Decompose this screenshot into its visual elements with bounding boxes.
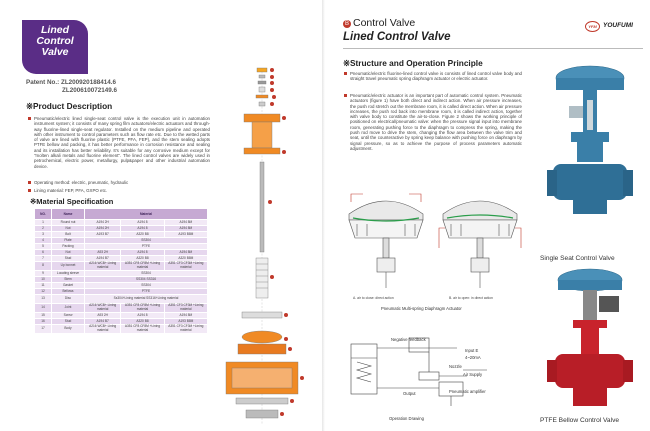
table-cell: A351 CF3 CF3M +Lining material: [163, 324, 209, 334]
product-badge: Lined Control Valve: [22, 20, 88, 74]
table-header-row: NO. Name Material: [34, 208, 208, 220]
operation-drawing-caption: Operation Drawing: [389, 416, 424, 421]
section-letter-badge: B: [343, 20, 351, 28]
operation-drawing: [350, 337, 487, 406]
patent-line-2: ZL200610072149.6: [62, 87, 117, 94]
label-range: 4~20mA: [465, 355, 481, 360]
single-seat-valve-photo: [547, 65, 633, 214]
table-cell: A351 CF3 CF3M +Lining material: [163, 303, 209, 313]
left-page: Lined Control Valve Patent No.: ZL200920…: [22, 20, 304, 424]
label-air-to-open: B. air to open: in direct action: [449, 296, 493, 300]
table-cell: Body: [51, 324, 85, 334]
table-cell: 14: [34, 303, 52, 313]
structure-bullet-2: Pneumatic/electric actuator is an import…: [344, 93, 522, 151]
table-cell: A216 WCB+ Lining material: [83, 324, 122, 334]
brand-name: YOUFUMI: [603, 22, 633, 29]
description-bullet-2: Operating method: electric, pneumatic, h…: [28, 180, 210, 185]
table-cell: A351 CF8 CF8M +Lining material: [120, 324, 165, 334]
label-input: Input E: [465, 348, 479, 353]
description-bullet-1: Pneumatic/electric lined single-seat con…: [28, 116, 210, 169]
table-cell: 17: [34, 324, 52, 334]
actuator-drawing-b: [438, 200, 522, 288]
brand-mark-icon: YFM: [585, 21, 600, 32]
table-cell: A351 CF8 CF8M +Lining material: [120, 261, 165, 271]
badge-line-1: Lined: [41, 24, 69, 36]
catalog-header-title: Control Valve: [353, 17, 416, 29]
table-cell: 13: [34, 294, 52, 304]
label-air-supply: Air Supply: [463, 372, 483, 377]
table-cell: A216 WCB+ Lining material: [83, 261, 122, 271]
actuator-caption: Pneumatic Multi-spring Diaphragm Actuato…: [381, 306, 462, 311]
patent-line-1: Patent No.: ZL200920188414.6: [26, 79, 116, 86]
table-cell: Disc: [51, 294, 85, 304]
caption-ptfe-bellow: PTFE Bellow Control Valve: [540, 417, 620, 424]
badge-line-3: Valve: [41, 46, 69, 58]
label-output: Output: [403, 391, 416, 396]
header-rule: [343, 48, 643, 49]
caption-single-seat: Single Seat Control Valve: [540, 255, 615, 262]
table-cell: A351 CF8 CF8M +Lining material: [120, 303, 165, 313]
ptfe-bellow-valve-photo: [547, 268, 633, 406]
patent-numbers: Patent No.: ZL200920188414.6 ZL200610072…: [26, 79, 117, 95]
label-amplifier: Pneumatic amplifier: [449, 389, 486, 394]
table-cell: A216 WCB+ Lining material: [83, 303, 122, 313]
col-header-name: Name: [51, 208, 85, 220]
table-cell: Joint: [51, 303, 85, 313]
actuator-drawing-a: [348, 193, 424, 288]
col-header-material: Material: [84, 208, 208, 220]
table-cell: 8: [34, 261, 52, 271]
label-negative-feedback: Negative feedback: [391, 337, 426, 342]
structure-bullet-1: Pneumatic/electric fluorine-lined contro…: [344, 71, 522, 82]
structure-heading: ※Structure and Operation Principle: [343, 58, 483, 68]
table-cell: Ss304+Lining material SS316+Lining mater…: [84, 294, 208, 304]
label-nozzle: Nozzle: [449, 364, 462, 369]
table-cell: Up bonnet: [51, 261, 85, 271]
page-title: Lined Control Valve: [343, 31, 451, 43]
col-header-no: NO.: [34, 208, 52, 220]
table-cell: A351 CF3 CF3M +Lining material: [163, 261, 209, 271]
product-description-heading: ※Product Description: [26, 101, 113, 111]
exploded-parts-drawing: [225, 67, 304, 424]
label-air-to-close: A. air to close: direct action: [353, 296, 394, 300]
badge-line-2: Control: [36, 35, 74, 47]
description-bullet-3: Lining material: FEP, PFA, GXPO etc.: [28, 188, 210, 193]
material-spec-heading: ※Material Specification: [30, 197, 114, 206]
